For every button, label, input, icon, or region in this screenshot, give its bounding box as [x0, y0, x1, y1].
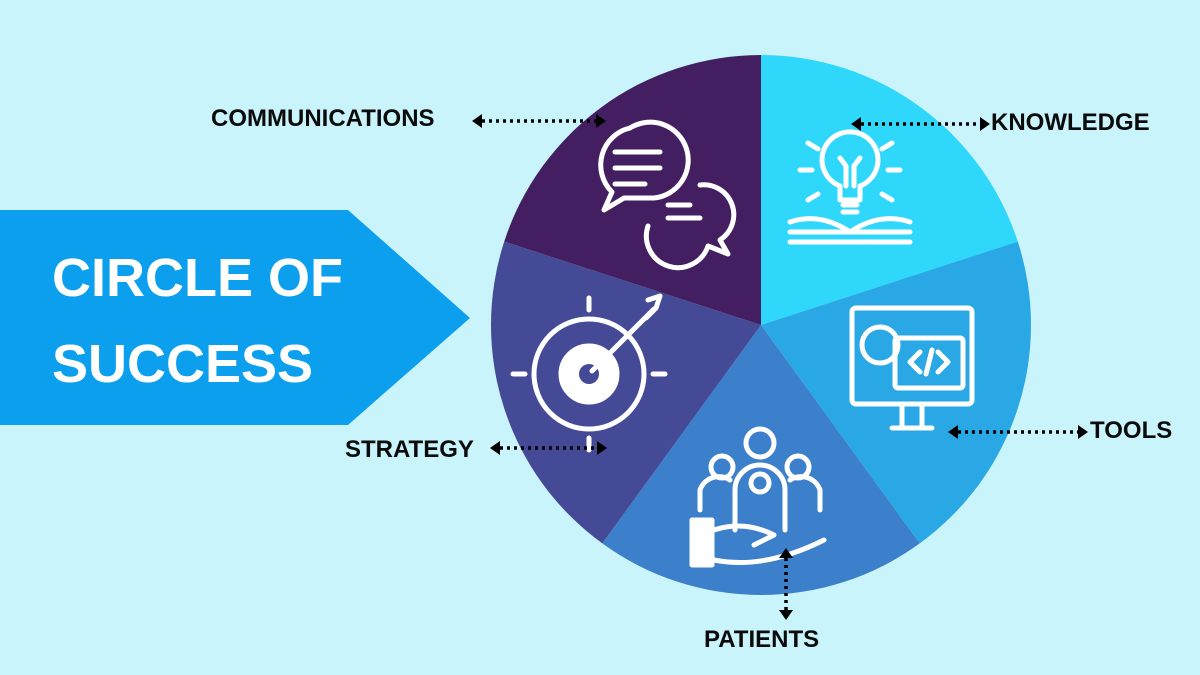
people-hand-icon — [689, 426, 827, 568]
title-banner — [0, 210, 470, 425]
lightbulb-book-icon — [787, 129, 913, 245]
computer-code-gear-icon — [849, 305, 975, 431]
label-strategy: STRATEGY — [345, 436, 474, 463]
chat-bubbles-icon — [598, 119, 737, 271]
title-line-1: CIRCLE OF — [52, 248, 343, 308]
segment-tools — [761, 241, 1031, 544]
target-arrow-icon — [510, 293, 668, 453]
connector-knowledge — [851, 117, 990, 131]
segment-strategy — [491, 241, 761, 544]
pie — [491, 55, 1031, 595]
connector-strategy — [490, 441, 607, 455]
label-communications: COMMUNICATIONS — [211, 105, 435, 132]
label-knowledge: KNOWLEDGE — [991, 109, 1150, 136]
segment-communications — [504, 55, 761, 325]
segment-knowledge — [761, 55, 1018, 325]
connector-tools — [948, 425, 1088, 439]
title-line-2: SUCCESS — [52, 334, 313, 394]
connector-patients — [779, 548, 793, 620]
label-patients: PATIENTS — [704, 626, 819, 653]
label-tools: TOOLS — [1090, 417, 1172, 444]
connector-communications — [472, 114, 606, 128]
segment-patients — [602, 325, 920, 595]
